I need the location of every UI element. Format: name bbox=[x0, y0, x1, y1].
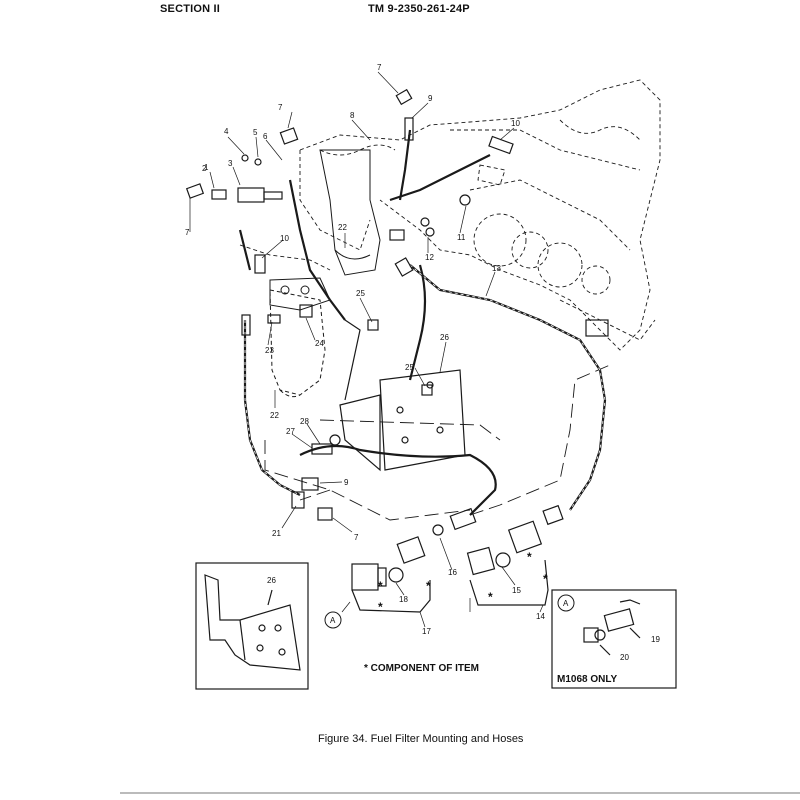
valve-drawing bbox=[583, 599, 641, 656]
callout-7-d: 7 bbox=[354, 533, 359, 542]
callout-13: 13 bbox=[492, 264, 501, 273]
callout-3: 3 bbox=[228, 159, 233, 168]
callout-1: 1 bbox=[204, 163, 209, 172]
callout-24: 24 bbox=[315, 339, 324, 348]
callout-21: 21 bbox=[272, 529, 281, 538]
callout-7: 7 bbox=[377, 63, 382, 72]
callout-11: 11 bbox=[457, 233, 466, 242]
component-legend: * COMPONENT OF ITEM bbox=[364, 663, 479, 674]
fuel-hoses bbox=[238, 129, 607, 516]
callout-26-inset: 26 bbox=[267, 576, 276, 585]
callout-18: 18 bbox=[399, 595, 408, 604]
callout-8: 8 bbox=[350, 111, 355, 120]
figure-caption: Figure 34. Fuel Filter Mounting and Hose… bbox=[318, 733, 524, 745]
callout-16: 16 bbox=[448, 568, 457, 577]
section-header: SECTION II bbox=[160, 3, 221, 15]
callout-10-b: 10 bbox=[280, 234, 289, 243]
svg-text:*: * bbox=[378, 600, 383, 614]
callout-12: 12 bbox=[425, 253, 434, 262]
callout-22: 22 bbox=[338, 223, 347, 232]
detail-a-marker-inset bbox=[557, 594, 575, 612]
svg-text:*: * bbox=[527, 550, 532, 564]
fuel-filter-upper bbox=[319, 149, 381, 276]
detail-a-letter: A bbox=[330, 616, 336, 625]
callout-7-b: 7 bbox=[185, 228, 190, 237]
callout-6: 6 bbox=[263, 132, 268, 141]
callout-9: 9 bbox=[428, 94, 433, 103]
callout-4: 4 bbox=[224, 127, 229, 136]
svg-text:*: * bbox=[426, 579, 431, 593]
filter-head bbox=[269, 277, 331, 311]
connector-assembly-17 bbox=[351, 536, 431, 613]
callout-25-b: 25 bbox=[405, 363, 414, 372]
svg-text:*: * bbox=[488, 590, 493, 604]
detail-a-letter-inset: A bbox=[563, 599, 569, 608]
m1068-inset-frame bbox=[551, 589, 677, 689]
mounting-bracket bbox=[339, 319, 466, 472]
connector-assembly-14 bbox=[466, 520, 549, 606]
fuel-filter-lower bbox=[269, 289, 326, 398]
leader-lines bbox=[189, 71, 544, 628]
callout-5: 5 bbox=[253, 128, 258, 137]
component-asterisks: * * * * * * bbox=[378, 550, 548, 614]
callout-20: 20 bbox=[620, 653, 629, 662]
callout-labels: 1 2 3 4 5 6 7 8 9 10 11 12 13 14 15 16 1… bbox=[202, 63, 660, 662]
callout-2: 2 bbox=[202, 164, 207, 173]
callout-9-b: 9 bbox=[344, 478, 349, 487]
callout-10: 10 bbox=[511, 119, 520, 128]
callout-26: 26 bbox=[440, 333, 449, 342]
routing-lines bbox=[264, 364, 611, 521]
callout-14: 14 bbox=[536, 612, 545, 621]
engine-outline bbox=[239, 79, 661, 351]
detail-a-marker bbox=[324, 611, 342, 629]
callout-19: 19 bbox=[651, 635, 660, 644]
fittings bbox=[185, 88, 609, 536]
svg-text:*: * bbox=[543, 572, 548, 586]
callout-25: 25 bbox=[356, 289, 365, 298]
bracket-inset-frame bbox=[195, 562, 309, 690]
bracket-inset-drawing bbox=[204, 574, 301, 671]
svg-text:*: * bbox=[378, 579, 383, 593]
tm-number: TM 9-2350-261-24P bbox=[368, 3, 470, 15]
callout-23: 23 bbox=[265, 346, 274, 355]
callout-17: 17 bbox=[422, 627, 431, 636]
m1068-only-label: M1068 ONLY bbox=[557, 674, 618, 685]
callout-15: 15 bbox=[512, 586, 521, 595]
callout-27: 27 bbox=[286, 427, 295, 436]
callout-7-c: 7 bbox=[278, 103, 283, 112]
callout-28: 28 bbox=[300, 417, 309, 426]
callout-22-b: 22 bbox=[270, 411, 279, 420]
